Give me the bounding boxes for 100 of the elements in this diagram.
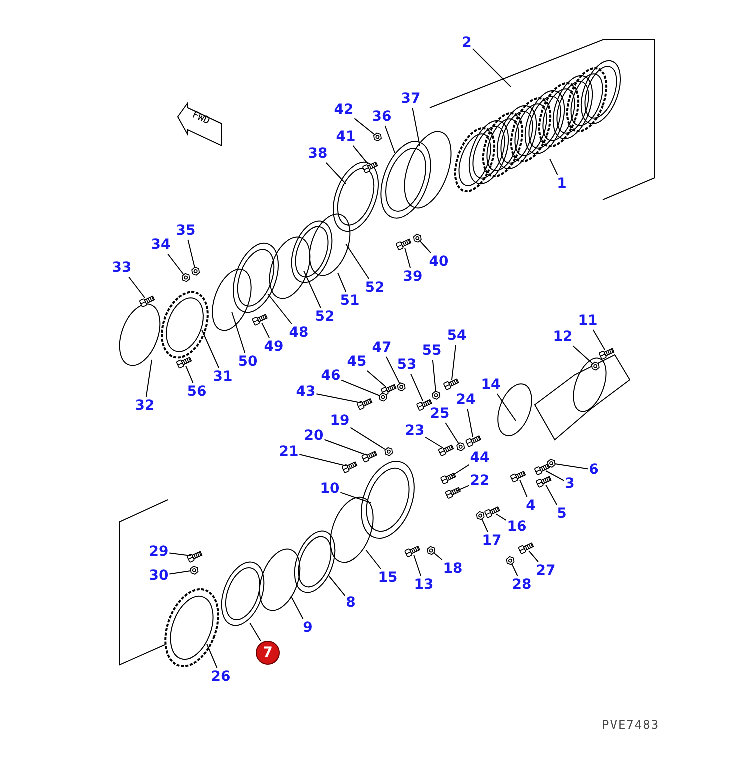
bolt-drawing	[404, 546, 421, 558]
bolt-drawing	[342, 462, 358, 474]
leader-line	[410, 374, 424, 402]
bolt-drawing	[465, 436, 482, 448]
callout-number: 15	[378, 570, 398, 586]
nut-drawing	[379, 392, 388, 402]
callout-number: 2	[462, 35, 472, 51]
callout-number: 46	[321, 368, 341, 384]
bolt-drawing	[176, 356, 192, 369]
callout-number: 27	[536, 563, 556, 579]
bolt-drawing	[252, 314, 268, 326]
callout-number: 39	[403, 269, 423, 285]
leader-line	[350, 427, 386, 450]
leader-line	[341, 380, 380, 396]
leader-line	[167, 254, 184, 276]
leader-line	[472, 48, 512, 88]
leader-line	[434, 552, 443, 560]
bolt-drawing	[416, 399, 432, 412]
bolt-drawing	[361, 451, 378, 463]
leader-line	[250, 622, 262, 642]
leader-line	[206, 644, 218, 668]
nut-drawing	[427, 546, 436, 556]
nut-drawing	[413, 234, 422, 243]
nut-drawing	[373, 132, 382, 142]
bolt-drawing	[598, 348, 615, 360]
callout-number: 22	[470, 473, 490, 489]
callout-number: 9	[303, 620, 313, 636]
leader-line	[412, 108, 420, 146]
bolt-drawing	[356, 398, 373, 410]
bolt-drawing	[440, 472, 456, 485]
leader-line	[128, 276, 146, 298]
bolt-drawing	[443, 378, 460, 391]
leader-line	[467, 408, 474, 438]
callout-number: 52	[315, 309, 335, 325]
callout-number: 11	[578, 313, 598, 329]
leader-line	[268, 294, 292, 324]
leader-line	[420, 240, 432, 254]
callout-number: 3	[565, 476, 575, 492]
leader-line	[452, 464, 470, 476]
bolt-drawing	[362, 162, 378, 174]
leader-line	[328, 576, 346, 596]
leader-line	[452, 344, 456, 380]
callout-number: 5	[557, 506, 567, 522]
callout-number: 34	[151, 237, 171, 253]
callout-number: 18	[443, 561, 463, 577]
leader-line	[290, 596, 304, 620]
callout-number: 30	[149, 568, 169, 584]
leader-line	[384, 126, 396, 154]
callout-number: 50	[238, 354, 258, 370]
leader-line	[169, 570, 192, 575]
leader-line	[554, 464, 589, 470]
leader-line	[340, 492, 372, 504]
bolt-drawing	[510, 470, 526, 483]
callout-number: 6	[589, 462, 599, 478]
leader-line	[202, 330, 220, 368]
callout-number: 36	[372, 109, 392, 125]
callout-number: 20	[304, 428, 324, 444]
callout-number: 55	[422, 343, 442, 359]
bolt-drawing	[396, 238, 412, 251]
leader-line	[316, 394, 362, 404]
bolt-drawing	[518, 542, 534, 555]
leader-line	[366, 550, 382, 570]
leader-line	[404, 248, 411, 268]
callout-number: 26	[211, 669, 231, 685]
leader-line	[338, 272, 347, 292]
callout-number: 32	[135, 398, 155, 414]
drawing-number: PVE7483	[602, 718, 660, 732]
leader-line	[414, 554, 422, 576]
callout-number: 38	[308, 146, 328, 162]
bolt-drawing	[186, 551, 203, 564]
leader-line	[186, 366, 194, 384]
callout-number: 13	[414, 577, 434, 593]
nut-drawing	[456, 442, 466, 452]
callout-number: 44	[470, 450, 490, 466]
leader-line	[520, 480, 528, 498]
leader-line	[326, 162, 346, 184]
callout-number: 42	[334, 102, 354, 118]
callout-number: 48	[289, 325, 309, 341]
leader-line	[232, 312, 246, 354]
callout-number: 1	[557, 176, 567, 192]
callout-number: 56	[187, 384, 207, 400]
callout-number: 45	[347, 354, 367, 370]
nut-drawing	[506, 556, 515, 566]
callout-number: 40	[429, 254, 449, 270]
leader-line	[304, 270, 322, 308]
nut-drawing	[591, 362, 600, 371]
leader-line	[352, 146, 368, 164]
callout-number: 16	[507, 519, 527, 535]
callout-number: 25	[430, 406, 450, 422]
nut-drawing	[190, 566, 199, 575]
callout-number: 28	[512, 577, 532, 593]
callout-number: 35	[176, 223, 196, 239]
callout-number: 53	[397, 357, 417, 373]
leader-line	[386, 356, 400, 384]
leader-line	[592, 330, 606, 350]
leader-line	[425, 437, 444, 448]
callout-number: 49	[264, 339, 284, 355]
bolt-drawing	[445, 487, 462, 500]
highlighted-callout-number: 7	[257, 642, 279, 664]
bolt-drawing	[438, 444, 454, 457]
